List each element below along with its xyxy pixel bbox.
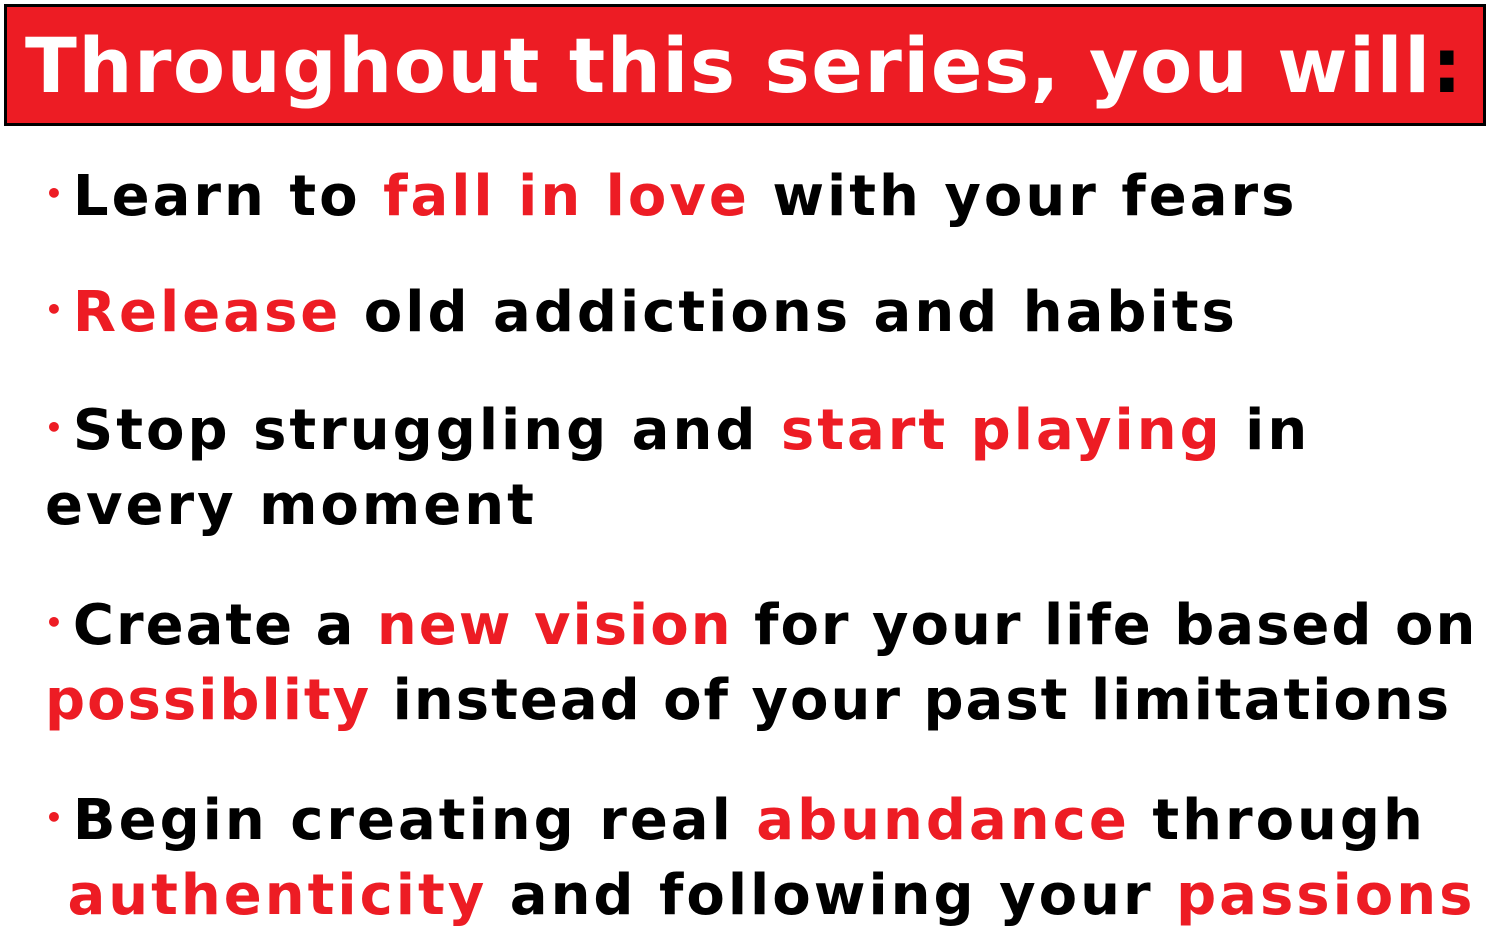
item-text: Create a <box>72 593 377 658</box>
item-text: Stop struggling and <box>72 398 781 463</box>
item-text: through <box>1129 788 1426 853</box>
bullet-item-2: • Release old addictions and habits <box>45 271 1238 349</box>
highlight-text: passions <box>1176 863 1476 928</box>
bullet-icon: • <box>45 801 63 834</box>
item-text: with your fears <box>749 164 1298 229</box>
highlight-text: abundance <box>756 788 1130 853</box>
highlight-text: authenticity <box>67 863 488 928</box>
item-line: • Stop struggling and start playing in <box>45 389 1310 467</box>
item-line: • Release old addictions and habits <box>45 271 1238 349</box>
bullet-item-3: • Stop struggling and start playing in ev… <box>45 389 1310 545</box>
highlight-text: fall in love <box>383 164 750 229</box>
header-banner: Throughout this series, you will: <box>4 4 1486 126</box>
bullet-icon: • <box>45 411 63 444</box>
bullet-icon: • <box>45 293 63 326</box>
item-line: • Create a new vision for your life based… <box>45 584 1477 662</box>
banner-title-colon: : <box>1431 21 1464 110</box>
highlight-text: new vision <box>376 593 733 658</box>
item-text: for your life based on <box>732 593 1478 658</box>
item-text: in <box>1222 398 1311 463</box>
highlight-text: possiblity <box>45 668 372 733</box>
item-line: • Begin creating real abundance through <box>45 779 1475 857</box>
item-line: authenticity and following your passions <box>45 857 1475 935</box>
item-text <box>45 863 68 928</box>
item-line: every moment <box>45 467 1310 545</box>
banner-title: Throughout this series, you will: <box>25 21 1464 111</box>
banner-title-text: Throughout this series, you will <box>25 21 1432 110</box>
highlight-text: start playing <box>780 398 1223 463</box>
item-text: Begin creating real <box>72 788 757 853</box>
bullet-item-5: • Begin creating real abundance through a… <box>45 779 1475 935</box>
highlight-text: Release <box>72 280 342 345</box>
item-text: every moment <box>45 473 537 538</box>
item-text: and following your <box>487 863 1177 928</box>
item-text: Learn to <box>72 164 384 229</box>
bullet-item-4: • Create a new vision for your life based… <box>45 584 1477 740</box>
bullet-icon: • <box>45 606 63 639</box>
item-line: • Learn to fall in love with your fears <box>45 155 1297 233</box>
item-text: instead of your past limitations <box>371 668 1452 733</box>
item-text: old addictions and habits <box>341 280 1238 345</box>
bullet-item-1: • Learn to fall in love with your fears <box>45 155 1297 233</box>
bullet-icon: • <box>45 177 63 210</box>
item-line: possiblity instead of your past limitati… <box>45 662 1477 740</box>
